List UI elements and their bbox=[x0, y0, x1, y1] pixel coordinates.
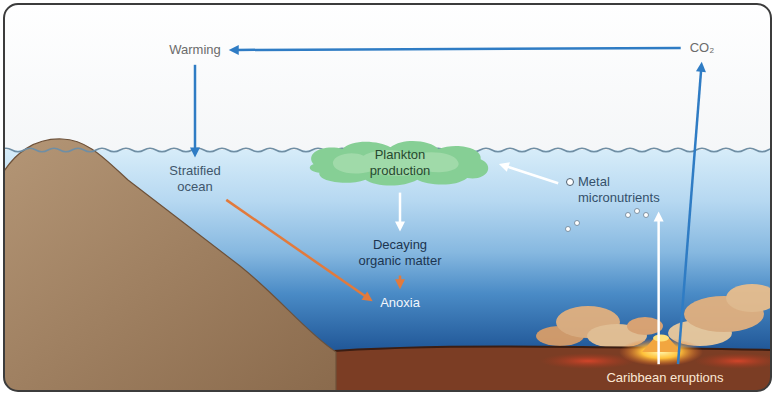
bullet-circle bbox=[567, 179, 574, 186]
node-text: Warming bbox=[169, 42, 221, 58]
sea-floor-edge bbox=[320, 347, 771, 353]
sea-floor bbox=[320, 347, 771, 392]
arrow-head bbox=[190, 147, 200, 157]
node-text: Stratified ocean bbox=[159, 163, 231, 194]
connector-group bbox=[654, 212, 664, 365]
flow-arrow bbox=[678, 70, 701, 364]
arrow-head bbox=[499, 162, 510, 172]
condition-label: Anoxia bbox=[375, 292, 425, 314]
node-text: CO₂ bbox=[690, 40, 715, 56]
node-text: Caribbean eruptions bbox=[606, 370, 723, 386]
node-text: Anoxia bbox=[380, 295, 420, 311]
flow-arrow bbox=[506, 166, 558, 183]
arrow-head bbox=[654, 212, 664, 222]
node-text: Plankton production bbox=[360, 147, 440, 178]
arrow-head bbox=[395, 279, 405, 289]
vent-glow bbox=[619, 338, 703, 366]
source-label: Caribbean eruptions bbox=[601, 368, 728, 388]
eruption-plumes bbox=[536, 284, 771, 348]
ocean-state-label: Stratified ocean bbox=[155, 160, 235, 197]
flow-arrow bbox=[194, 65, 197, 150]
magma-glow bbox=[694, 353, 771, 369]
arrow-head bbox=[229, 45, 239, 55]
vent-mouth bbox=[653, 335, 669, 342]
connector-group bbox=[226, 200, 372, 301]
nutrient-label: Metal micronutrients bbox=[562, 171, 682, 208]
connector-group bbox=[229, 45, 681, 55]
connector-group bbox=[395, 193, 405, 232]
arrow-head bbox=[395, 221, 405, 231]
connector-group bbox=[395, 276, 405, 290]
bullet-symbol bbox=[565, 177, 575, 187]
connector-group bbox=[499, 162, 558, 183]
connector-group bbox=[190, 65, 200, 158]
arrow-head bbox=[696, 62, 706, 72]
gas-label: CO₂ bbox=[685, 37, 720, 59]
process-label: Decaying organic matter bbox=[350, 234, 450, 271]
arrow-head bbox=[362, 291, 373, 301]
flow-arrow bbox=[237, 48, 681, 50]
continental-slope bbox=[4, 139, 336, 391]
scene bbox=[4, 4, 771, 391]
climate-label: Warming bbox=[164, 39, 226, 61]
connector-group bbox=[678, 62, 706, 364]
micronutrient-particles bbox=[566, 209, 649, 232]
plankton-bloom-fill bbox=[310, 141, 488, 186]
sky bbox=[4, 4, 771, 391]
flow-arrow bbox=[226, 200, 366, 297]
node-text: Decaying organic matter bbox=[354, 237, 446, 268]
node-text: Metal micronutrients bbox=[578, 174, 678, 205]
frame bbox=[4, 4, 771, 391]
plankton-blob: Plankton production bbox=[304, 137, 496, 188]
flow-arrow bbox=[399, 193, 402, 224]
flow-arrow bbox=[657, 220, 660, 365]
